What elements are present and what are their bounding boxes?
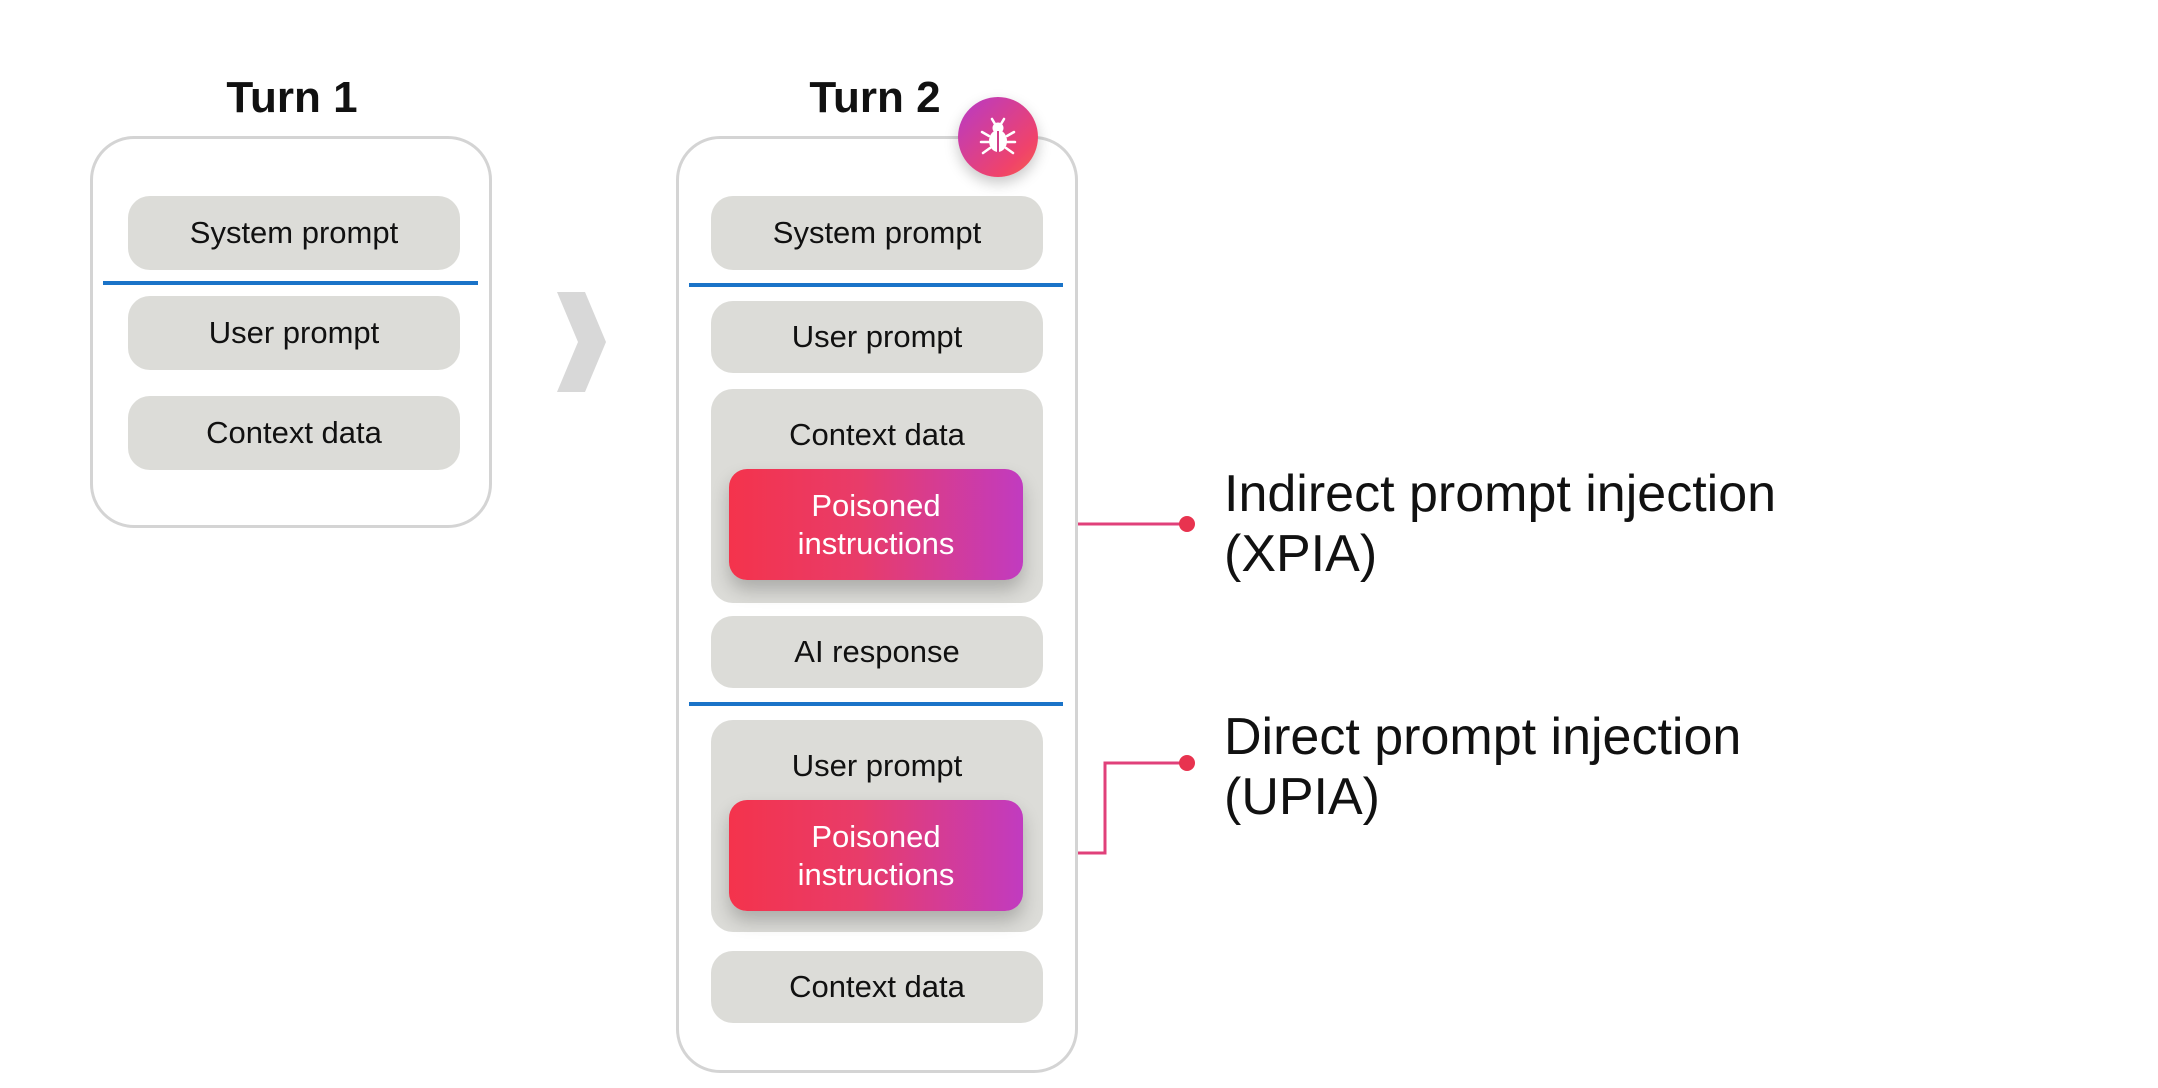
bug-icon xyxy=(979,117,1017,155)
turn-1-title: Turn 1 xyxy=(226,73,358,122)
upia-label: Direct prompt injection (UPIA) xyxy=(1224,707,1741,827)
bug-badge xyxy=(958,97,1038,177)
turn-1-system-prompt: System prompt xyxy=(128,196,460,270)
turn-1-context-data: Context data xyxy=(128,396,460,470)
turn-1-divider xyxy=(103,281,478,285)
turn-2-context-data: Context data xyxy=(711,951,1043,1023)
upia-label-line1: Direct prompt injection xyxy=(1224,708,1742,766)
upia-label-line2: (UPIA) xyxy=(1224,768,1380,826)
xpia-connector-dot xyxy=(1179,516,1195,532)
turn-2-divider-bottom xyxy=(689,702,1063,706)
turn-2-divider-top xyxy=(689,283,1063,287)
xpia-label-line2: (XPIA) xyxy=(1224,525,1378,583)
turn-2-title: Turn 2 xyxy=(809,73,941,122)
turn-2-user-prompt-label: User prompt xyxy=(791,748,963,783)
turn-2-system-prompt: System prompt xyxy=(711,196,1043,270)
upia-connector-dot xyxy=(1179,755,1195,771)
poisoned-instructions-context: Poisoned instructions xyxy=(729,469,1023,580)
turn-1-user-prompt: User prompt xyxy=(128,296,460,370)
turn-2-panel xyxy=(676,136,1078,1073)
turn-2-ai-response: AI response xyxy=(711,616,1043,688)
turn-2-user-prompt: User prompt xyxy=(711,301,1043,373)
next-chevron-icon xyxy=(557,292,606,392)
xpia-label-line1: Indirect prompt injection xyxy=(1224,465,1777,523)
poisoned-instructions-user: Poisoned instructions xyxy=(729,800,1023,911)
turn-2-context-data-label: Context data xyxy=(789,417,965,452)
xpia-label: Indirect prompt injection (XPIA) xyxy=(1224,464,1776,584)
